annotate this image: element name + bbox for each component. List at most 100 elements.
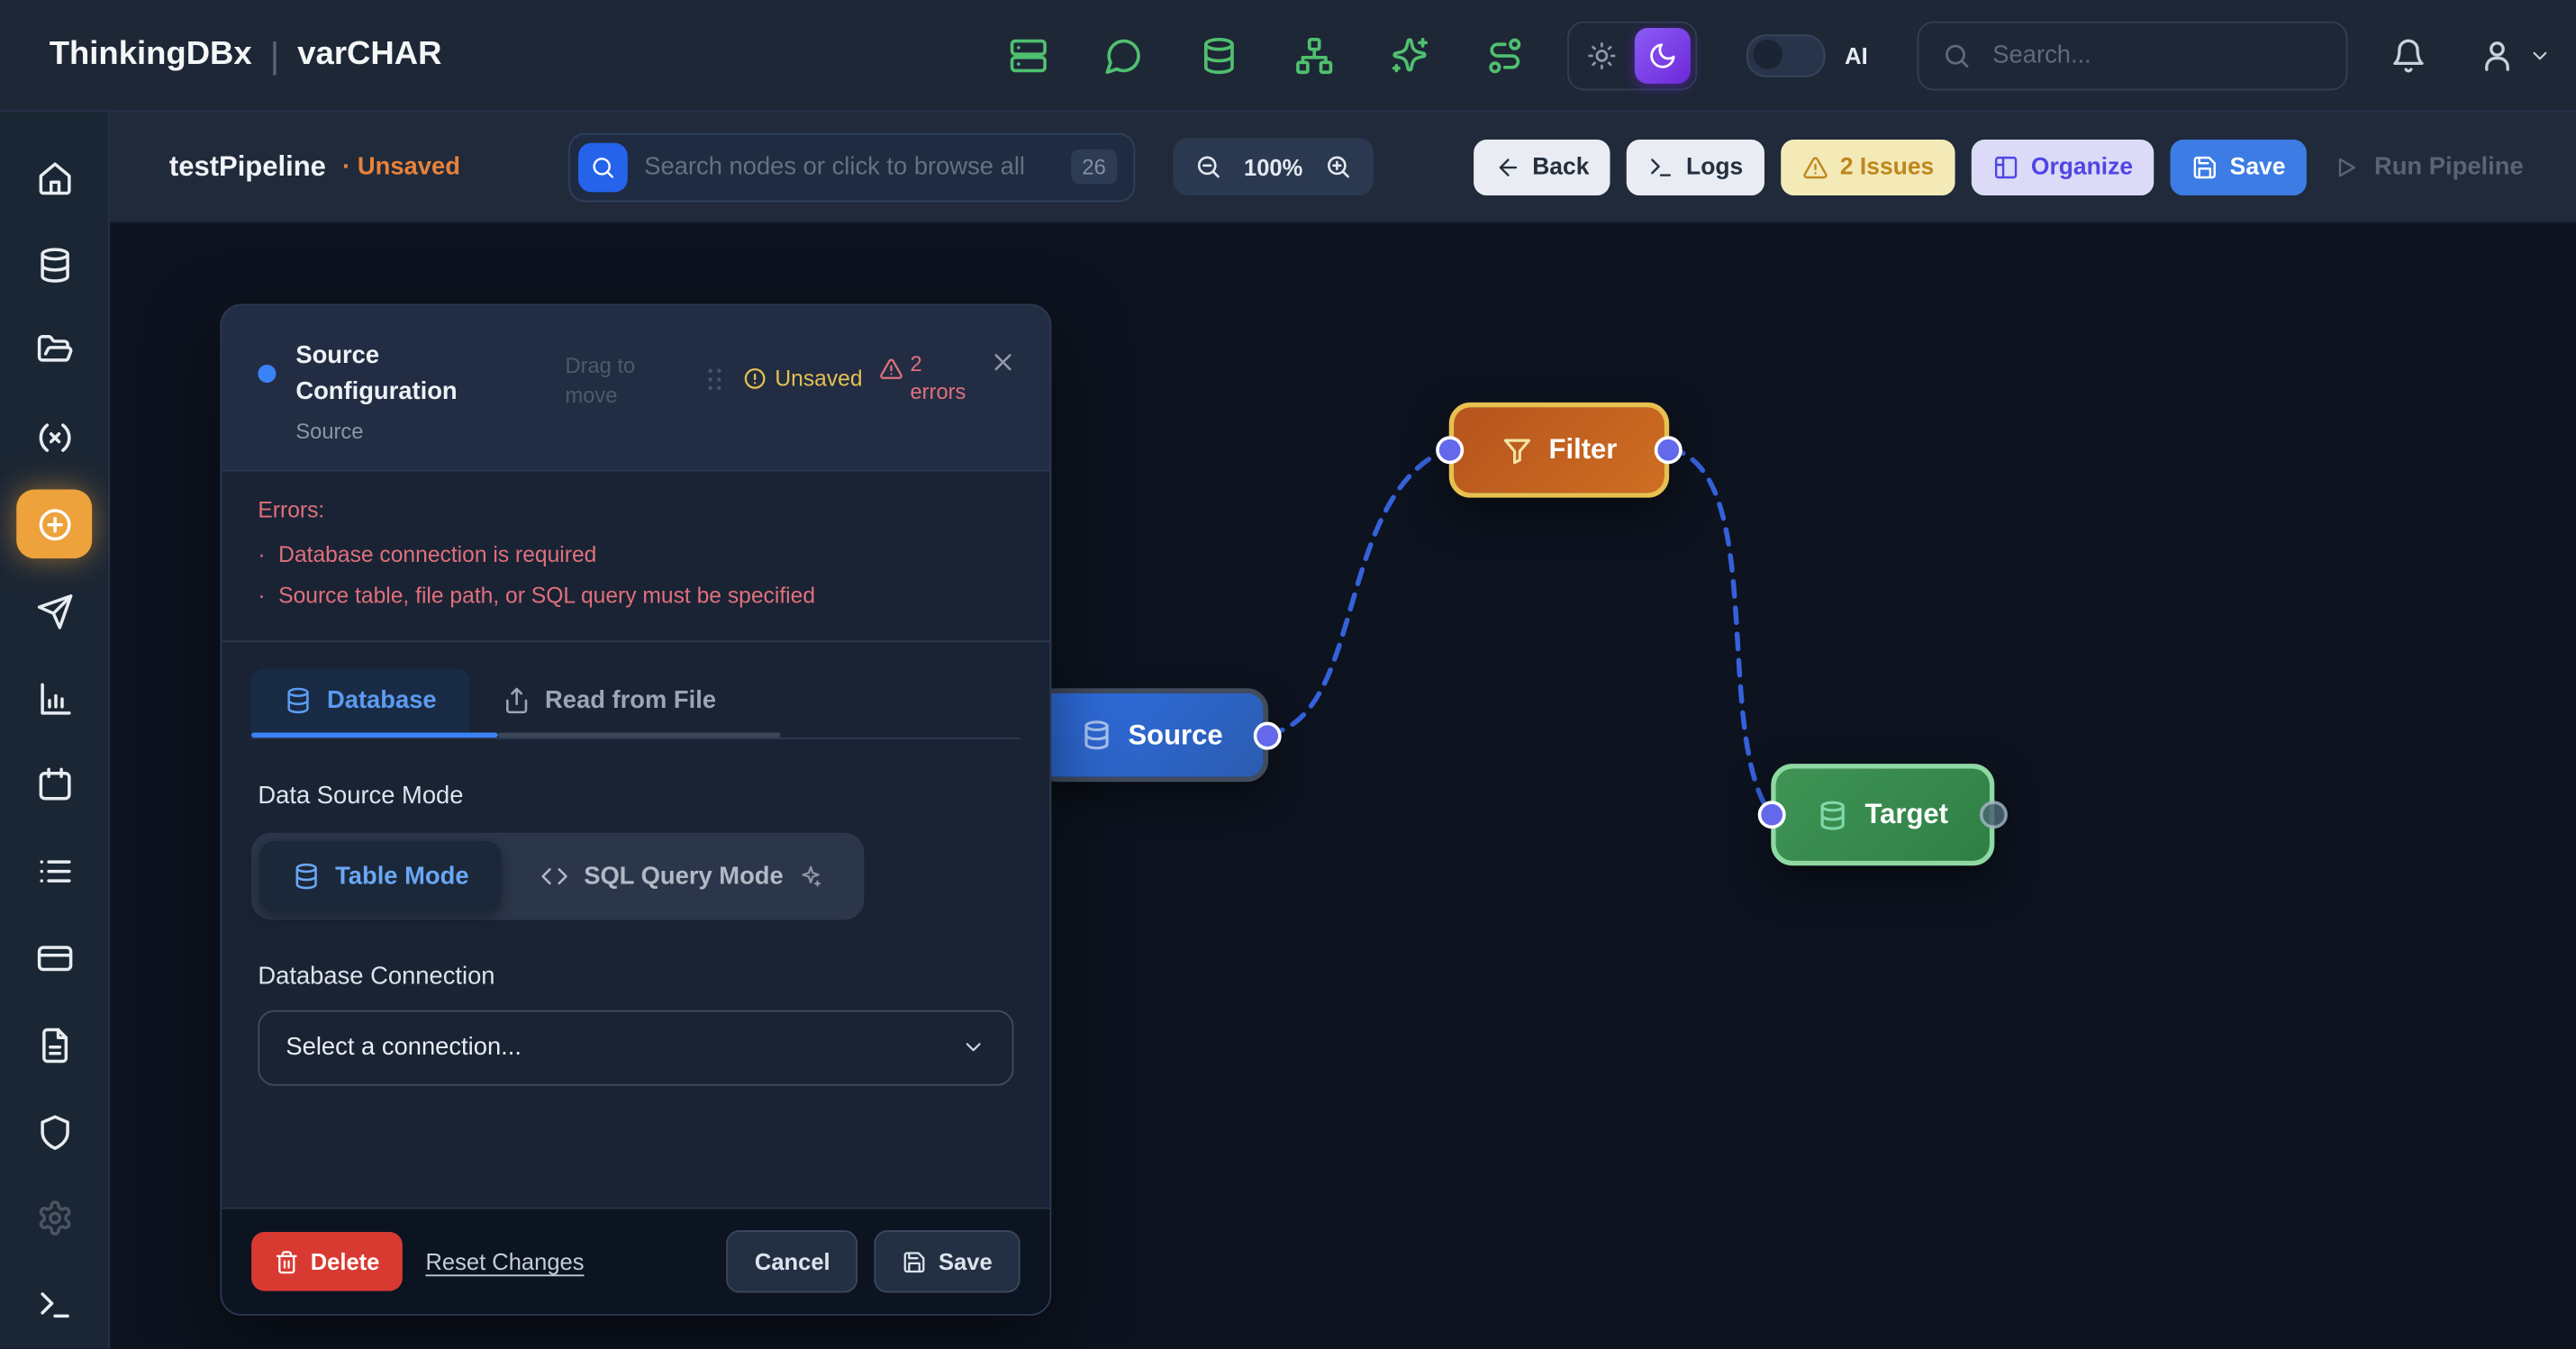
- sidebar-item-file[interactable]: [16, 1001, 92, 1088]
- database-icon: [293, 862, 321, 890]
- sidebar-item-settings[interactable]: [16, 1175, 92, 1262]
- toolbar-actions: Back Logs 2 Issues Organize: [1473, 138, 2534, 195]
- node-label: Source: [1128, 719, 1223, 750]
- run-pipeline-button[interactable]: Run Pipeline: [2323, 138, 2533, 195]
- tab-database[interactable]: Database: [251, 667, 470, 732]
- sidebar-item-database[interactable]: [16, 222, 92, 308]
- arrow-left-icon: [1494, 154, 1520, 180]
- errors-section: Errors: · Database connection is require…: [222, 468, 1050, 642]
- pipeline-title: testPipeline: [168, 149, 326, 182]
- issues-button[interactable]: 2 Issues: [1781, 139, 1955, 195]
- close-panel-button[interactable]: [989, 349, 1017, 376]
- sidebar-item-send[interactable]: [16, 568, 92, 655]
- zoom-in-button[interactable]: [1324, 153, 1352, 181]
- zoom-out-button[interactable]: [1194, 153, 1222, 181]
- zoom-level: 100%: [1243, 153, 1303, 180]
- sidebar-item-folder[interactable]: [16, 308, 92, 394]
- panel-status-group: Unsaved 2 errors: [703, 351, 979, 407]
- notifications-bell-icon[interactable]: [2390, 37, 2426, 73]
- cancel-button[interactable]: Cancel: [726, 1230, 858, 1293]
- back-button[interactable]: Back: [1473, 139, 1611, 195]
- sidebar-item-card[interactable]: [16, 915, 92, 1001]
- port-target-out[interactable]: [1979, 801, 2008, 829]
- node-filter[interactable]: Filter: [1436, 402, 1683, 498]
- pipeline-toolbar: testPipeline · Unsaved 26 100% Back: [110, 112, 2576, 224]
- sidebar-item-home[interactable]: [16, 135, 92, 222]
- dark-mode-button[interactable]: [1634, 27, 1691, 84]
- connection-select-value: Select a connection...: [286, 1033, 522, 1062]
- ai-toggle-switch[interactable]: [1746, 33, 1826, 77]
- sitemap-icon[interactable]: [1294, 35, 1334, 75]
- nav-right: [2390, 37, 2552, 73]
- errors-heading: Errors:: [258, 496, 325, 522]
- sql-query-mode-button[interactable]: SQL Query Mode: [508, 840, 856, 910]
- logs-button[interactable]: Logs: [1627, 139, 1764, 195]
- sidebar-item-calendar[interactable]: [16, 742, 92, 828]
- tab-read-from-file[interactable]: Read from File: [469, 667, 748, 731]
- user-icon: [2479, 37, 2515, 73]
- route-icon[interactable]: [1485, 35, 1525, 75]
- global-search: [1917, 20, 2348, 90]
- chevron-down-icon: [961, 1035, 985, 1059]
- trash-icon: [275, 1249, 299, 1273]
- source-tabs: Database Read from File: [222, 667, 1049, 732]
- table-mode-button[interactable]: Table Mode: [259, 839, 503, 911]
- port-target-in[interactable]: [1757, 801, 1786, 829]
- panel-footer: Delete Reset Changes Cancel Save: [222, 1207, 1050, 1315]
- light-mode-button[interactable]: [1574, 27, 1629, 83]
- organize-button[interactable]: Organize: [1972, 139, 2154, 195]
- database-icon[interactable]: [1199, 35, 1238, 75]
- sidebar-item-add-node[interactable]: [16, 489, 93, 559]
- save-pipeline-button[interactable]: Save: [2171, 139, 2308, 195]
- bullet: ·: [258, 582, 266, 607]
- port-filter-out[interactable]: [1654, 436, 1683, 465]
- panel-title: Source Configuration: [295, 341, 458, 406]
- brand-logo: ThinkingDBx | varCHAR: [50, 33, 442, 76]
- tab-underline: [251, 731, 1020, 738]
- node-search-icon-button[interactable]: [578, 141, 628, 192]
- ai-toggle-group: AI: [1746, 33, 1868, 77]
- server-icon[interactable]: [1009, 35, 1048, 75]
- upload-icon: [503, 686, 531, 714]
- top-navbar: ThinkingDBx | varCHAR AI: [0, 0, 2576, 113]
- global-search-input[interactable]: [1989, 39, 2323, 71]
- sidebar-item-list[interactable]: [16, 828, 92, 915]
- port-source-out[interactable]: [1253, 720, 1282, 749]
- pipeline-edges: [1265, 446, 1774, 818]
- drag-hint: Drag to move: [565, 353, 636, 407]
- sidebar-item-chart[interactable]: [16, 655, 92, 741]
- play-icon: [2333, 154, 2359, 180]
- node-source[interactable]: Source: [1035, 688, 1282, 783]
- sidebar-item-function[interactable]: [16, 394, 92, 481]
- error-item: · Database connection is required: [258, 541, 597, 566]
- chat-icon[interactable]: [1104, 35, 1144, 75]
- theme-toggle: [1566, 20, 1697, 90]
- connection-label: Database Connection: [258, 961, 495, 990]
- sparkles-icon[interactable]: [1390, 35, 1429, 75]
- port-filter-in[interactable]: [1436, 436, 1465, 465]
- database-icon: [1818, 799, 1849, 830]
- source-config-panel: Source Configuration Source Drag to move…: [220, 303, 1052, 1317]
- layout-icon: [1993, 154, 2019, 180]
- warning-triangle-icon: [1802, 154, 1828, 180]
- connection-select[interactable]: Select a connection...: [258, 1009, 1014, 1085]
- edge-filter-target: [1666, 446, 1774, 818]
- user-menu[interactable]: [2479, 37, 2551, 73]
- sidebar-item-shield[interactable]: [16, 1089, 92, 1175]
- node-search-input[interactable]: [640, 150, 1058, 183]
- grip-handle-icon[interactable]: [703, 365, 726, 394]
- reset-changes-link[interactable]: Reset Changes: [425, 1248, 585, 1275]
- node-target[interactable]: Target: [1757, 764, 2008, 866]
- mode-segmented-control: Table Mode SQL Query Mode: [251, 831, 865, 919]
- save-button[interactable]: Save: [874, 1230, 1020, 1293]
- edge-source-filter: [1265, 446, 1452, 738]
- sidebar-item-terminal[interactable]: [16, 1262, 92, 1348]
- delete-button[interactable]: Delete: [251, 1232, 403, 1291]
- error-count-badge: 2 errors: [879, 351, 979, 407]
- pipeline-canvas[interactable]: Source Filter Target: [110, 223, 2576, 1349]
- bullet: ·: [258, 541, 266, 566]
- switch-knob: [1752, 38, 1782, 68]
- brand-primary: ThinkingDBx: [49, 36, 252, 73]
- main-content: testPipeline · Unsaved 26 100% Back: [110, 112, 2576, 1349]
- nav-icon-group: [1009, 35, 1525, 75]
